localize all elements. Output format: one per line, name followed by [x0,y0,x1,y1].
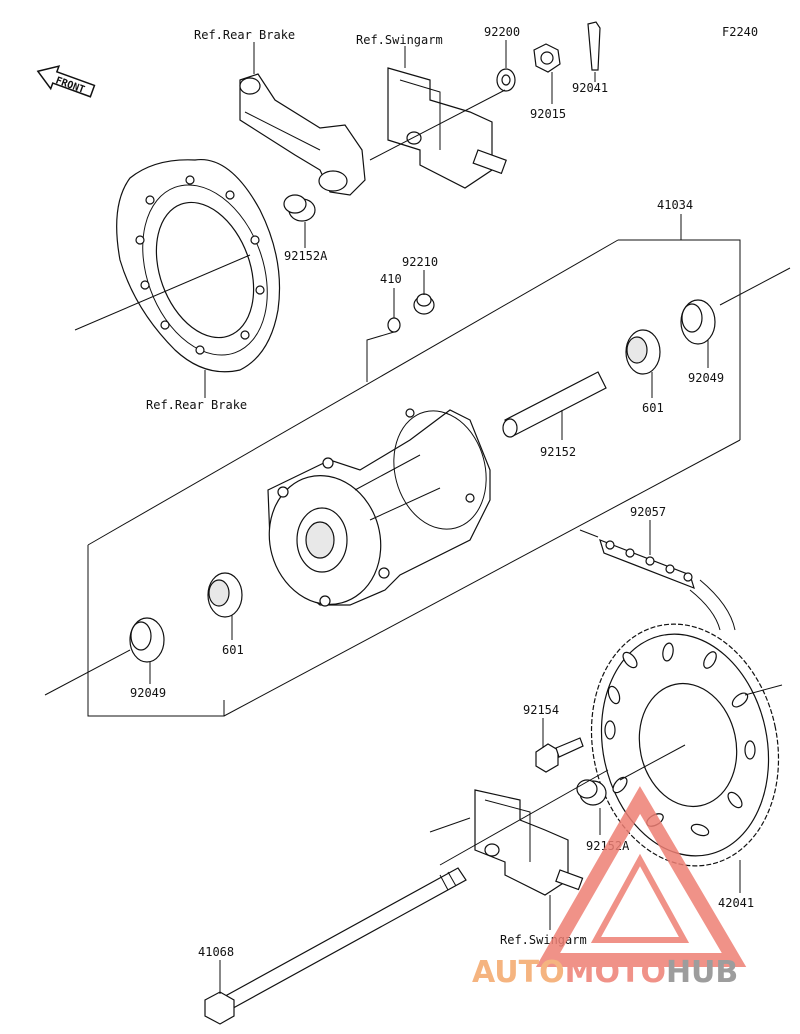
part-92152A-collar-bottom [576,779,607,806]
part-92041-pin [587,21,601,71]
part-92057-chain [579,529,736,631]
label-92152A-top: 92152A [284,249,328,263]
rear-brake-bracket [239,42,366,196]
label-410: 410 [380,272,402,286]
label-92041: 92041 [572,81,608,95]
label-601-left: 601 [222,643,244,657]
label-42041: 42041 [718,896,754,910]
axle-adjuster-bottom [429,789,584,930]
label-92015: 92015 [530,107,566,121]
label-92154: 92154 [523,703,559,717]
brake-disc [116,159,281,373]
label-92057: 92057 [630,505,666,519]
figure-code: F2240 [722,25,758,39]
ref-swingarm-top: Ref.Swingarm [356,33,443,47]
part-92152-spacer [502,371,607,438]
label-92152: 92152 [540,445,576,459]
part-92152A-collar-top [283,194,316,222]
front-arrow-icon: FRONT [36,65,96,98]
part-92015-nut [533,43,561,73]
bracket-41034 [618,239,741,440]
ref-rear-brake-top: Ref.Rear Brake [194,28,295,42]
part-92049-seal-right [680,299,716,345]
part-92049-seal-left [129,617,165,663]
part-601-bearing-left [207,572,243,618]
ref-swingarm-bottom: Ref.Swingarm [500,933,587,947]
axle-adjuster-top [387,46,507,189]
part-92154-bolt [535,737,584,773]
label-92210: 92210 [402,255,438,269]
part-410-washer [387,317,401,333]
ref-rear-brake-bottom: Ref.Rear Brake [146,398,247,412]
watermark-logo: AUTOMOTOHUB [472,786,747,990]
rear-hub [267,408,491,607]
label-41068: 41068 [198,945,234,959]
label-92049-right: 92049 [688,371,724,385]
label-92049-left: 92049 [130,686,166,700]
watermark-auto: AUTOMOTOHUB [472,955,738,990]
label-92200: 92200 [484,25,520,39]
label-41034: 41034 [657,198,693,212]
part-92210-nut [413,293,435,315]
label-601-right: 601 [642,401,664,415]
part-41068-axle [204,867,467,1025]
part-601-bearing-right [625,329,661,375]
